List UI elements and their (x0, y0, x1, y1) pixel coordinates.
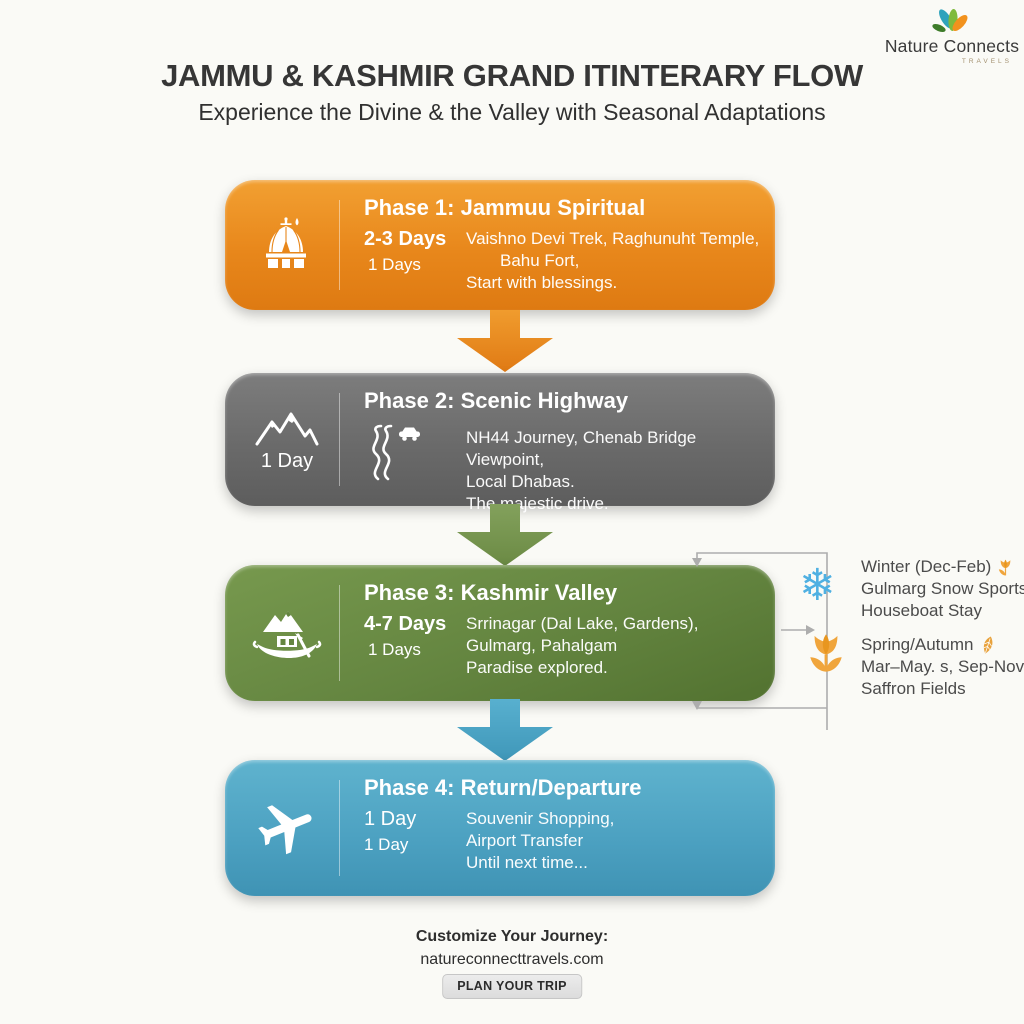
phase4-line2: Airport Transfer (466, 831, 584, 850)
phase4-line3: Until next time... (466, 853, 588, 872)
divider (339, 200, 340, 290)
phase1-title: Phase 1: Jammuu Spiritual (364, 195, 646, 220)
tulip-icon (810, 634, 842, 672)
divider (339, 393, 340, 486)
seasonal-spring-note: Spring/Autumn Mar–May. s, Sep-Nov Saffro… (861, 634, 1024, 700)
cta-heading: Customize Your Journey: (415, 928, 609, 945)
mountains-icon (255, 412, 319, 446)
phase2-icon-column: 1 Day (235, 373, 339, 506)
website-text: natureconnecttravels.com (420, 951, 604, 968)
divider (339, 585, 340, 681)
phase3-duration-primary: 4-7 Days (364, 613, 447, 635)
phase1-line2: Bahu Fort, (500, 251, 580, 270)
phase2-title: Phase 2: Scenic Highway (364, 388, 629, 413)
mountains-houseboat-icon (252, 611, 322, 658)
logo-tagline: TRAVELS (961, 58, 1012, 65)
phase2-line1: NH44 Journey, Chenab Bridge Viewpoint, (466, 428, 697, 469)
spring-line2: Saffron Fields (861, 679, 966, 698)
spring-title: Spring/Autumn (861, 635, 974, 654)
phase2-line2: Local Dhabas. (466, 472, 575, 491)
snowflake-icon: ❄ (799, 560, 836, 611)
phase3-line2: Gulmarg, Pahalgam (466, 636, 618, 655)
phase4-icon-column (235, 760, 339, 896)
car-icon (399, 427, 420, 441)
phase-card-scenic-highway: 1 Day Phase 2: Scenic Highway NH44 Jour (225, 373, 775, 513)
seasonal-winter-note: Winter (Dec-Feb) Gulmarg Snow Sports Hou… (861, 556, 1024, 622)
phase4-duration-primary: 1 Day (364, 808, 417, 830)
phase1-line1: Vaishno Devi Trek, Raghunuht Temple, (466, 229, 760, 248)
flow-arrow-orange (457, 310, 553, 372)
phase-card-return-departure: Phase 4: Return/Departure 1 Day 1 Day So… (225, 760, 775, 896)
spring-line1: Mar–May. s, Sep-Nov (861, 657, 1024, 676)
logo-leaves-icon (932, 9, 968, 32)
phase3-duration-secondary: 1 Days (368, 640, 421, 659)
temple-icon (266, 217, 306, 268)
logo-name: Nature Connects (884, 36, 1020, 56)
page-subtitle: Experience the Divine & the Valley with … (198, 99, 826, 125)
page-title: JAMMU & KASHMIR GRAND ITINTERARY FLOW (161, 58, 863, 93)
phase3-line3: Paradise explored. (466, 658, 608, 677)
phase3-line1: Srrinagar (Dal Lake, Gardens), (466, 614, 699, 633)
phase-card-kashmir-valley: Phase 3: Kashmir Valley 4-7 Days 1 Days … (225, 565, 775, 701)
logo: Nature Connects TRAVELS (882, 4, 1022, 65)
phase3-icon-column (235, 565, 339, 701)
airplane-icon (258, 805, 312, 855)
plan-your-trip-button[interactable]: PLAN YOUR TRIP (442, 974, 582, 999)
phase4-line1: Souvenir Shopping, (466, 809, 615, 828)
phase1-duration-secondary: 1 Days (368, 255, 421, 274)
autumn-leaf-icon (984, 636, 993, 654)
winter-line1: Gulmarg Snow Sports (861, 579, 1024, 598)
winding-road-icon (372, 424, 420, 481)
tulip-small-icon (999, 559, 1011, 575)
phase1-icon-column (235, 180, 339, 310)
phase1-line3: Start with blessings. (466, 273, 618, 292)
flow-arrow-blue (457, 699, 553, 761)
divider (339, 780, 340, 876)
phase3-title: Phase 3: Kashmir Valley (364, 580, 618, 605)
phase2-duration-primary: 1 Day (260, 450, 314, 472)
winter-title: Winter (Dec-Feb) (861, 557, 992, 576)
phase-card-jammu-spiritual: Phase 1: Jammuu Spiritual 2-3 Days 1 Day… (225, 180, 775, 310)
phase1-duration-primary: 2-3 Days (364, 228, 447, 250)
phase4-title: Phase 4: Return/Departure (364, 775, 642, 800)
flow-arrow-green (457, 504, 553, 566)
winter-line2: Houseboat Stay (861, 601, 982, 620)
phase4-duration-secondary: 1 Day (364, 835, 409, 854)
